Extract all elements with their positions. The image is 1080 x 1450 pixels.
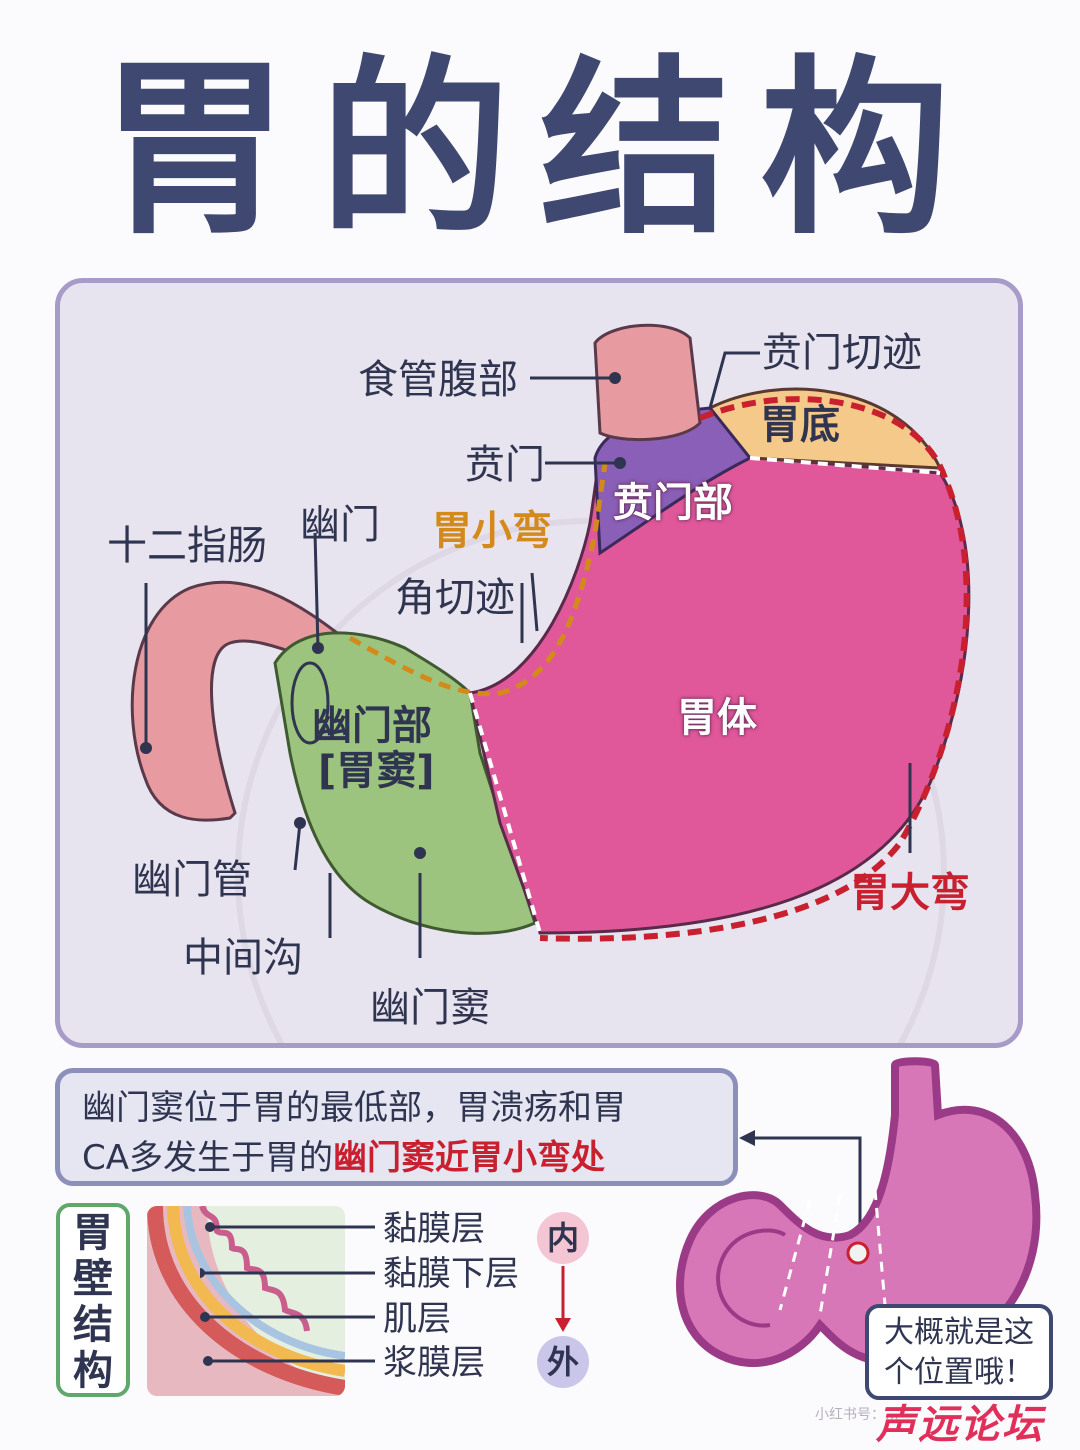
- note-arrow: [739, 1130, 862, 1250]
- label-pyloric-canal: 幽门管: [132, 857, 252, 903]
- wall-leader-lines: [200, 1222, 375, 1366]
- forum-logo: 声远论坛: [876, 1402, 1044, 1448]
- lesser-curvature-line: [348, 462, 608, 697]
- wall-tag-char: 壁: [73, 1256, 113, 1302]
- wall-layers-image: [147, 1206, 345, 1396]
- stomach-diagram-panel: 食管腹部 贲门切迹 胃底 贲门 贲门部 十二指肠 幽门 胃小弯 角切迹 幽门部 …: [55, 278, 1023, 1048]
- location-callout: 大概就是这 个位置哦！: [865, 1304, 1053, 1400]
- label-duodenum: 十二指肠: [107, 523, 267, 569]
- label-esophagus-abdominal: 食管腹部: [358, 357, 518, 403]
- wall-tag-char: 构: [73, 1348, 113, 1394]
- label-cardia: 贲门: [465, 442, 545, 488]
- layer-mucosa: 黏膜层: [383, 1209, 485, 1249]
- label-pyloric-part-antrum: [胃窦]: [318, 748, 435, 794]
- label-intermediate-sulcus: 中间沟: [183, 935, 303, 981]
- label-cardiac-part: 贲门部: [613, 480, 733, 526]
- division-line-body: [468, 692, 542, 934]
- callout-line-1: 大概就是这: [884, 1315, 1034, 1350]
- pyloric-part-shape: [273, 631, 537, 935]
- division-line-fundus: [749, 456, 941, 475]
- ulcer-spot: [846, 1241, 870, 1265]
- esophagus-shape: [593, 323, 702, 441]
- note-line-1: 幽门窦位于胃的最低部，胃溃疡和胃: [82, 1088, 626, 1128]
- pylorus-ring: [290, 661, 330, 745]
- wall-tag-char: 结: [73, 1302, 113, 1348]
- callout-line-2: 个位置哦！: [884, 1355, 1034, 1390]
- wall-tag-char: 胃: [73, 1210, 113, 1256]
- label-pyloric-part: 幽门部: [312, 703, 432, 749]
- label-pyloric-antrum: 幽门窦: [370, 985, 490, 1031]
- layer-muscularis: 肌层: [383, 1299, 451, 1339]
- note-line-2-prefix: CA多发生于胃的: [82, 1138, 333, 1178]
- stomach-illustration: [130, 323, 971, 958]
- label-fundus: 胃底: [760, 402, 840, 448]
- wall-structure-tag: 胃 壁 结 构: [56, 1203, 130, 1397]
- inner-badge: 内: [537, 1212, 589, 1264]
- layer-serosa: 浆膜层: [383, 1343, 485, 1383]
- label-greater-curvature: 胃大弯: [850, 870, 970, 916]
- small-stomach-shape: [676, 1057, 1041, 1367]
- fundus-shape: [707, 387, 943, 470]
- note-highlight: 幽门窦近胃小弯处: [333, 1138, 605, 1178]
- label-lesser-curvature: 胃小弯: [432, 508, 552, 554]
- outer-badge: 外: [537, 1336, 589, 1388]
- greater-curvature-line: [539, 396, 970, 942]
- label-stomach-body: 胃体: [677, 695, 757, 741]
- page-title: 胃的结构: [99, 39, 980, 260]
- source-watermark: 小红书号：…: [815, 1407, 899, 1423]
- note-line-2: CA多发生于胃的幽门窦近胃小弯处: [82, 1133, 711, 1183]
- inner-outer-arrow: [555, 1266, 571, 1332]
- label-pylorus: 幽门: [300, 502, 380, 548]
- label-angular-incisure: 角切迹: [395, 575, 515, 621]
- ulcer-note: 幽门窦位于胃的最低部，胃溃疡和胃 CA多发生于胃的幽门窦近胃小弯处: [55, 1068, 738, 1186]
- label-cardiac-notch: 贲门切迹: [762, 330, 922, 376]
- small-stomach-illustration: [676, 1057, 1041, 1367]
- layer-submucosa: 黏膜下层: [383, 1254, 519, 1294]
